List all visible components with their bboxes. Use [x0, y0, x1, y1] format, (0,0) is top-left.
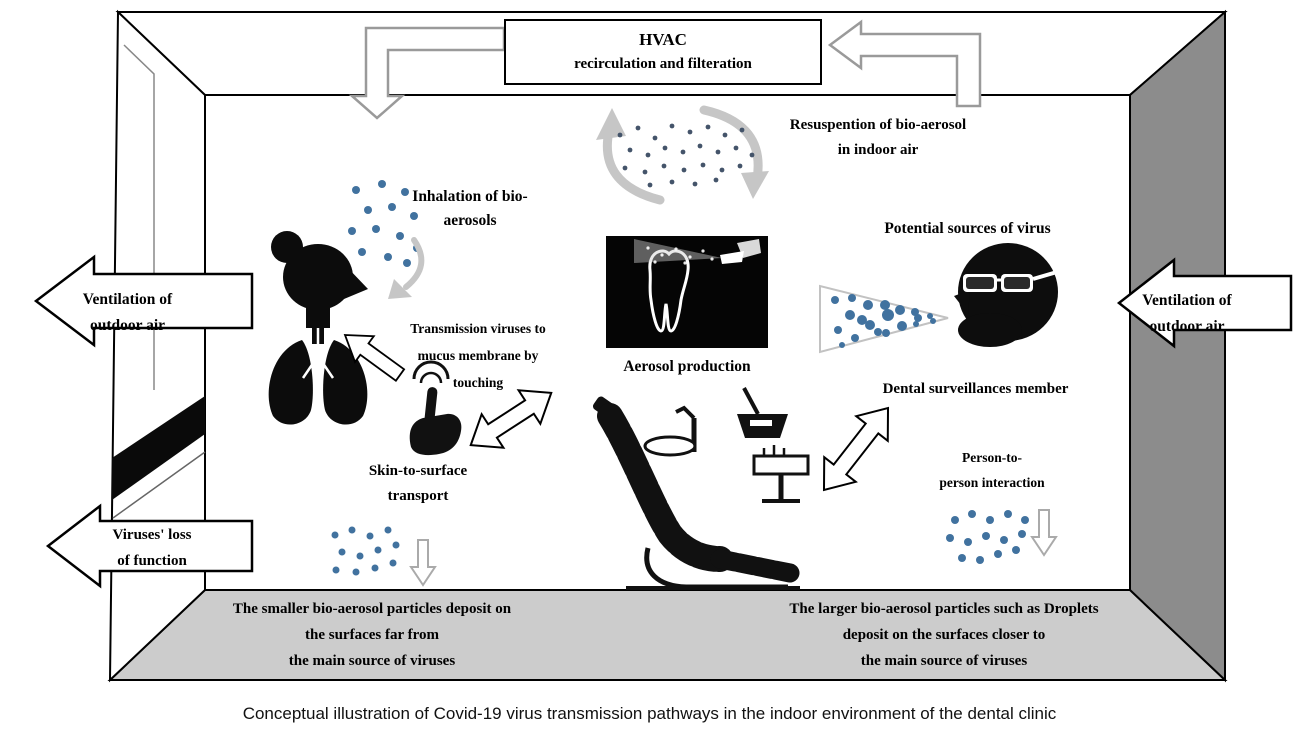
delivery-cart-icon	[752, 445, 810, 503]
label-line: in indoor air	[837, 142, 919, 158]
deposit-dots-right	[946, 510, 1029, 564]
label-line: The smaller bio-aerosol particles deposi…	[232, 601, 512, 617]
label-ventilation-right: Ventilation of outdoor air	[1117, 288, 1257, 340]
label-line: transport	[387, 488, 449, 504]
figure-caption: Conceptual illustration of Covid-19 viru…	[242, 704, 1057, 723]
dental-light-icon	[737, 387, 788, 438]
hvac-supply-arrow	[348, 26, 506, 120]
spittoon-bowl-icon	[643, 405, 697, 457]
label-line: the main source of viruses	[860, 653, 1028, 669]
label-inhalation: Inhalation of bio- aerosols	[390, 185, 550, 233]
deposit-dots-left	[331, 526, 400, 576]
label-line: Aerosol production	[623, 358, 751, 375]
ventilation-right-arrow	[1116, 257, 1293, 349]
left-wall-panel-line2	[112, 451, 206, 519]
label-line: Ventilation of	[1142, 292, 1232, 309]
woman-inhaling-icon	[268, 231, 368, 425]
right-wall	[1129, 9, 1226, 683]
label-virus-loss: Viruses' loss of function	[72, 522, 232, 574]
label-potential-sources: Potential sources of virus	[850, 220, 1085, 238]
label-line: mucus membrane by	[417, 348, 539, 363]
virus-loss-arrow	[45, 503, 254, 589]
hvac-title: HVAC	[639, 30, 687, 49]
label-line: outdoor air	[1149, 318, 1225, 335]
finger-touch-icon	[409, 360, 462, 456]
label-smaller-particles: The smaller bio-aerosol particles deposi…	[190, 596, 554, 674]
hvac-return-arrow	[827, 19, 982, 108]
label-line: Skin-to-surface	[368, 463, 468, 479]
label-skin-to-surface: Skin-to-surface transport	[343, 459, 493, 509]
person-interaction-double-arrow	[822, 406, 890, 492]
deposit-arrow-right	[1030, 509, 1058, 557]
label-person-interaction: Person-to- person interaction	[917, 445, 1067, 495]
label-line: Person-to-	[962, 450, 1022, 465]
label-line: Inhalation of bio-	[412, 188, 528, 205]
label-line: Dental surveillances member	[882, 381, 1069, 397]
label-line: Ventilation of	[82, 291, 173, 308]
label-line: Potential sources of virus	[884, 220, 1051, 237]
label-line: deposit on the surfaces closer to	[842, 627, 1046, 643]
hvac-subtitle: recirculation and filteration	[574, 56, 752, 72]
left-wall	[108, 9, 206, 683]
label-line: The larger bio-aerosol particles such as…	[789, 601, 1099, 617]
dental-chair-icon	[592, 387, 810, 590]
label-line: Transmission viruses to	[410, 321, 546, 336]
dentist-face-icon	[954, 243, 1058, 347]
label-line: touching	[452, 375, 504, 390]
glasses-icon	[963, 270, 1058, 292]
label-line: person interaction	[939, 475, 1045, 490]
hvac-unit-box: HVAC recirculation and filteration	[504, 19, 822, 85]
label-resuspension: Resuspention of bio-aerosol in indoor ai…	[746, 113, 1010, 163]
label-dental-member: Dental surveillances member	[848, 381, 1103, 398]
label-aerosol-production: Aerosol production	[598, 358, 776, 376]
touch-transfer-arrow	[343, 334, 406, 382]
label-ventilation-left: Ventilation of outdoor air	[50, 287, 205, 339]
skin-surface-double-arrow	[469, 389, 553, 449]
label-line: the main source of viruses	[288, 653, 456, 669]
label-line: the surfaces far from	[305, 627, 439, 643]
label-transmission-touch: Transmission viruses to mucus membrane b…	[388, 315, 568, 396]
inhaled-aerosol-dots	[348, 180, 421, 267]
label-line: aerosols	[443, 212, 497, 229]
ventilation-left-arrow	[33, 254, 254, 348]
inhalation-arrow	[388, 237, 425, 299]
label-line: Viruses' loss	[112, 527, 192, 543]
exhaled-aerosol-cone	[819, 284, 949, 354]
recirculation-arrows-icon	[596, 105, 769, 205]
left-wall-stripe	[112, 396, 205, 500]
label-line: outdoor air	[89, 317, 166, 334]
label-larger-particles: The larger bio-aerosol particles such as…	[748, 596, 1140, 674]
resuspended-aerosol-dots	[617, 123, 755, 188]
tooth-outline	[648, 249, 690, 333]
label-line: Resuspention of bio-aerosol	[789, 117, 967, 133]
spray-cone	[634, 239, 722, 263]
tooth-spray-image	[606, 236, 768, 348]
label-line: of function	[117, 553, 187, 569]
deposit-arrow-left	[409, 539, 437, 587]
